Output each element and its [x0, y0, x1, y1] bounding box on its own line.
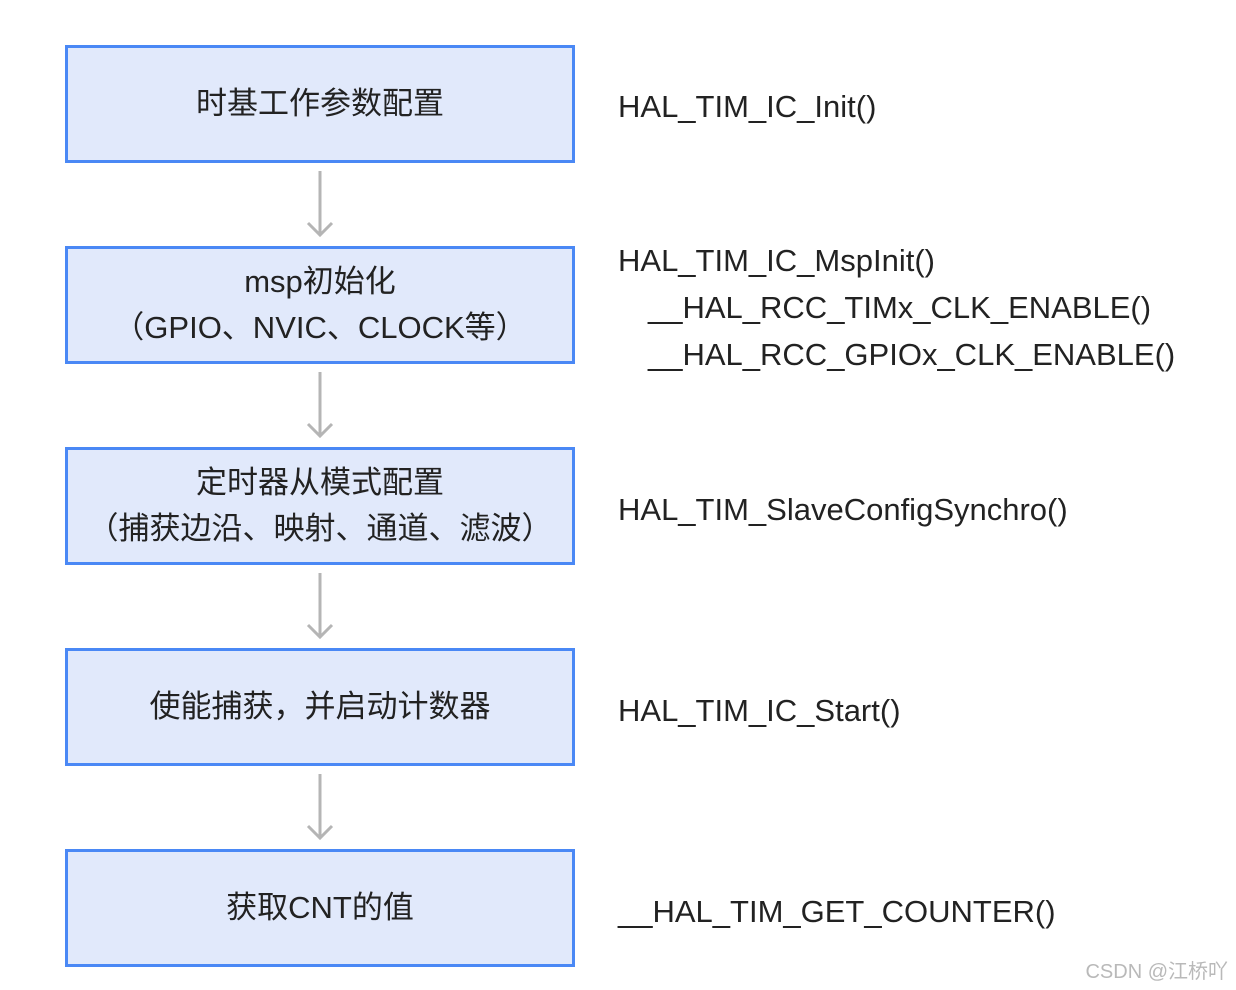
step-box-get-cnt: 获取CNT的值 — [65, 849, 575, 967]
api-call-group: HAL_TIM_IC_Init() — [618, 83, 876, 130]
api-call-group: HAL_TIM_IC_Start() — [618, 687, 901, 734]
step-box-msp-init: msp初始化 （GPIO、NVIC、CLOCK等） — [65, 246, 575, 364]
step-label: 获取CNT的值 — [226, 890, 414, 925]
step-box-timebase-config: 时基工作参数配置 — [65, 45, 575, 163]
step-sublabel: （捕获边沿、映射、通道、滤波） — [87, 511, 553, 546]
step-label: 使能捕获，并启动计数器 — [149, 689, 491, 724]
api-call: HAL_TIM_SlaveConfigSynchro() — [618, 492, 1068, 527]
api-call-group: __HAL_TIM_GET_COUNTER() — [618, 888, 1056, 935]
api-call-group: HAL_TIM_IC_MspInit() __HAL_RCC_TIMx_CLK_… — [618, 237, 1175, 378]
down-arrow-icon — [306, 372, 334, 439]
api-call: __HAL_RCC_TIMx_CLK_ENABLE() — [648, 290, 1152, 325]
step-label: msp初始化 — [244, 264, 396, 299]
api-call: __HAL_RCC_GPIOx_CLK_ENABLE() — [648, 337, 1176, 372]
step-label: 时基工作参数配置 — [196, 86, 444, 121]
api-call: HAL_TIM_IC_Init() — [618, 89, 877, 124]
step-sublabel: （GPIO、NVIC、CLOCK等） — [113, 310, 527, 345]
step-box-slave-mode-config: 定时器从模式配置 （捕获边沿、映射、通道、滤波） — [65, 447, 575, 565]
step-box-enable-capture: 使能捕获，并启动计数器 — [65, 648, 575, 766]
watermark: CSDN @江桥吖 — [1085, 961, 1228, 983]
api-call: __HAL_TIM_GET_COUNTER() — [618, 894, 1056, 929]
api-call: HAL_TIM_IC_Start() — [618, 693, 901, 728]
api-call: HAL_TIM_IC_MspInit() — [618, 243, 935, 278]
step-label: 定时器从模式配置 — [196, 465, 444, 500]
down-arrow-icon — [306, 171, 334, 238]
down-arrow-icon — [306, 774, 334, 841]
down-arrow-icon — [306, 573, 334, 640]
api-call-group: HAL_TIM_SlaveConfigSynchro() — [618, 486, 1068, 533]
